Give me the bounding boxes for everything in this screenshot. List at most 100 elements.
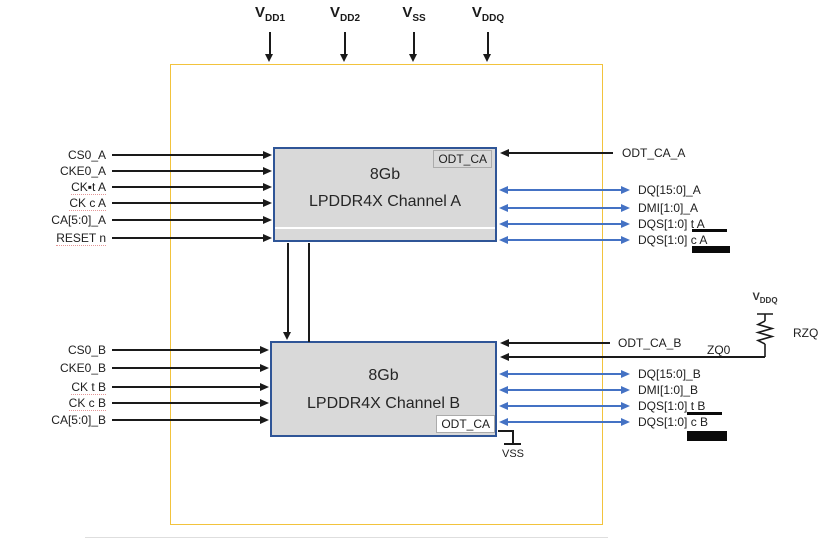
dqs-t-a-underline-bar (692, 229, 727, 232)
label-ck-t-b: CK t B (71, 380, 106, 395)
label-rzq: RZQ (793, 326, 819, 340)
dqs-c-a-underline-bar (692, 246, 730, 253)
dqs-t-b-left-arrow-icon (499, 402, 508, 410)
vddq-wire (487, 32, 489, 54)
label-odt-ca-b: ODT_CA_B (618, 336, 682, 350)
channel-a-block: 8Gb LPDDR4X Channel A ODT_CA (273, 147, 497, 242)
bottom-faint-line (85, 537, 608, 538)
wire-ca-b (112, 419, 260, 421)
dqs-c-a-left-arrow-icon (499, 236, 508, 244)
wire-cke0-b (112, 367, 260, 369)
label-dq-b: DQ[15:0]_B (638, 367, 701, 381)
wire-ck-c-b (112, 402, 260, 404)
label-cke0-b: CKE0_B (59, 361, 106, 375)
label-ck-c-a: CK c A (69, 196, 106, 211)
wire-ck-t-a (112, 186, 263, 188)
arrow-ca-a-icon (263, 216, 272, 224)
channel-a-divider (275, 227, 495, 229)
vss-rail-label: VSS (402, 4, 426, 24)
label-cs0-a: CS0_A (67, 148, 106, 162)
dqs-c-b-left-arrow-icon (499, 418, 508, 426)
label-ck-t-a: CK▪t A (71, 180, 106, 195)
channel-a-title-1: 8Gb (369, 166, 401, 183)
interblock-wire-2 (308, 243, 310, 342)
channel-a-odt-pin-label: ODT_CA (433, 150, 492, 168)
dqs-t-b-right-arrow-icon (621, 402, 630, 410)
channel-b-title-1: 8Gb (368, 367, 399, 384)
vdd1-arrow-icon (265, 54, 273, 62)
dmi-a-bus (508, 207, 621, 209)
wire-ck-c-a (112, 202, 263, 204)
wire-reset-n (112, 237, 263, 239)
label-dmi-a: DMI[1:0]_A (638, 201, 699, 215)
package-outline (170, 64, 603, 525)
vddq-rail-label: VDDQ (471, 4, 505, 24)
label-dqs-c-b: DQS[1:0] c B (638, 415, 709, 429)
dqs-t-b-bus (508, 405, 621, 407)
label-dq-a: DQ[15:0]_A (638, 183, 701, 197)
vss-arrow-icon (409, 54, 417, 62)
vddq-arrow-icon (483, 54, 491, 62)
dq-a-bus (508, 189, 621, 191)
wire-ca-a (112, 219, 263, 221)
dqs-t-a-bus (508, 223, 621, 225)
label-reset-n: RESET n (56, 231, 106, 246)
arrow-ck-t-a-icon (263, 183, 272, 191)
channel-b-odt-pin-label: ODT_CA (436, 415, 495, 433)
label-ca-a: CA[5:0]_A (51, 213, 106, 227)
dmi-b-right-arrow-icon (621, 386, 630, 394)
arrow-ck-c-a-icon (263, 199, 272, 207)
label-ca-b: CA[5:0]_B (51, 413, 106, 427)
label-dqs-t-b: DQS[1:0] t B (638, 399, 706, 413)
vdd2-label: VDD2 (329, 4, 361, 24)
arrow-odt-ca-a-icon (500, 149, 509, 157)
dqs-c-b-underline-bar (687, 431, 727, 441)
label-vss: VSS (501, 448, 524, 460)
arrow-cke0-b-icon (260, 364, 269, 372)
wire-ck-t-b (112, 386, 260, 388)
wire-odt-ca-a (509, 152, 613, 154)
label-dmi-b: DMI[1:0]_B (638, 383, 699, 397)
arrow-zq0-icon (500, 353, 509, 361)
arrow-cke0-a-icon (263, 167, 272, 175)
arrow-ck-t-b-icon (260, 383, 269, 391)
rzq-vddq-label: VDDQ (752, 291, 778, 306)
arrow-ck-c-b-icon (260, 399, 269, 407)
vss-stub-wire-h (498, 430, 514, 432)
dq-b-bus (508, 373, 621, 375)
arrow-reset-n-icon (263, 234, 272, 242)
wire-cs0-a (112, 154, 263, 156)
dq-a-right-arrow-icon (621, 186, 630, 194)
label-cs0-b: CS0_B (67, 343, 106, 357)
wire-cs0-b (112, 349, 260, 351)
channel-a-title-2: LPDDR4X Channel A (308, 193, 462, 210)
dqs-c-a-bus (508, 239, 621, 241)
dq-a-left-arrow-icon (499, 186, 508, 194)
label-odt-ca-a: ODT_CA_A (622, 146, 686, 160)
vdd1-label: VDD1 (254, 4, 286, 24)
arrow-ca-b-icon (260, 416, 269, 424)
vdd1-wire (269, 32, 271, 54)
vss-wire (413, 32, 415, 54)
rzq-resistor-icon (755, 313, 775, 357)
dq-b-right-arrow-icon (621, 370, 630, 378)
arrow-cs0-a-icon (263, 151, 272, 159)
label-cke0-a: CKE0_A (59, 164, 106, 178)
label-dqs-c-a: DQS[1:0] c A (638, 233, 708, 247)
dqs-t-b-underline-bar (687, 412, 722, 415)
dmi-a-left-arrow-icon (499, 204, 508, 212)
channel-b-block: 8Gb LPDDR4X Channel B ODT_CA (270, 341, 497, 437)
dqs-t-a-right-arrow-icon (621, 220, 630, 228)
vdd2-wire (344, 32, 346, 54)
dmi-a-right-arrow-icon (621, 204, 630, 212)
arrow-odt-ca-b-icon (500, 339, 509, 347)
dqs-c-b-bus (508, 421, 621, 423)
dq-b-left-arrow-icon (499, 370, 508, 378)
label-zq0: ZQ0 (707, 343, 731, 357)
dqs-c-a-right-arrow-icon (621, 236, 630, 244)
label-ck-c-b: CK c B (68, 396, 106, 411)
label-dqs-t-a: DQS[1:0] t A (638, 217, 705, 231)
vss-ground-bar-icon (504, 443, 521, 445)
arrow-cs0-b-icon (260, 346, 269, 354)
dqs-t-a-left-arrow-icon (499, 220, 508, 228)
